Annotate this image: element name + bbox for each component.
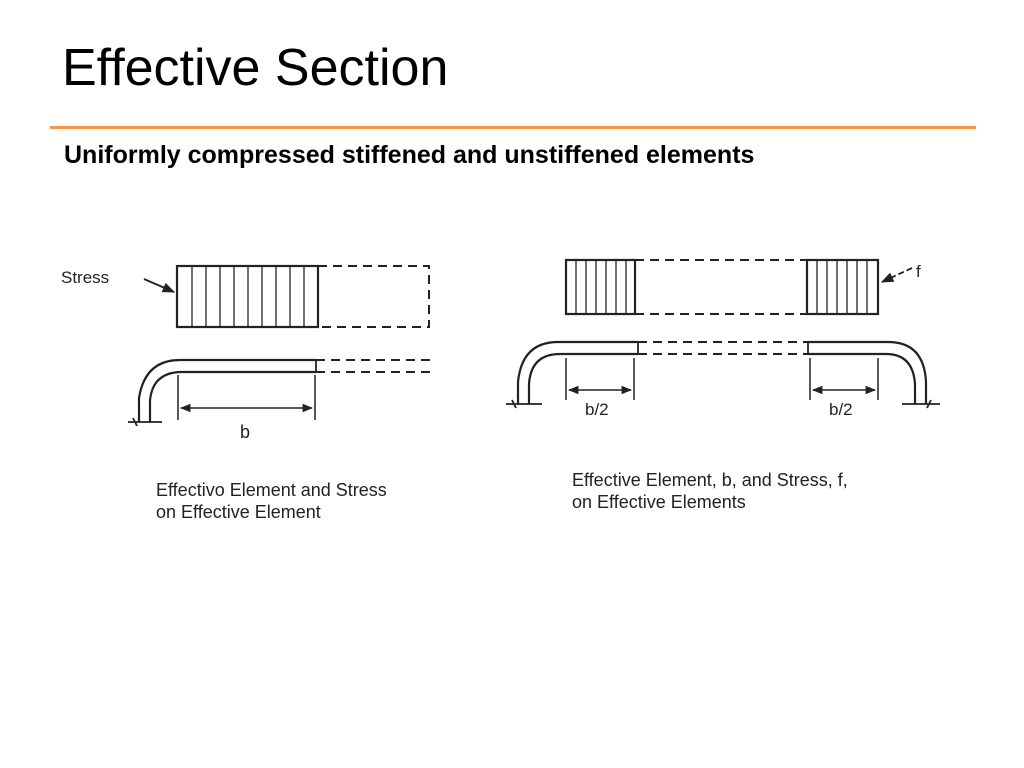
- right-ineffective-stress-outline: [635, 259, 807, 315]
- title-divider: [50, 126, 976, 129]
- right-dimension-left: [565, 358, 635, 400]
- right-element-plate-right: [808, 340, 928, 404]
- left-foot: [128, 417, 162, 427]
- right-width-label-right: b/2: [829, 400, 853, 419]
- right-element-plate-left: [516, 340, 638, 404]
- right-width-label-left: b/2: [585, 400, 609, 419]
- right-caption-line1: Effective Element, b, and Stress, f,: [572, 470, 848, 490]
- left-diagram: [128, 264, 430, 427]
- right-dimension-right: [809, 358, 879, 400]
- left-stress-block: [175, 264, 320, 329]
- right-stress-label: f: [916, 262, 921, 281]
- slide-subtitle: Uniformly compressed stiffened and unsti…: [64, 141, 755, 169]
- stress-arrow: [143, 278, 176, 293]
- right-caption-line2: on Effective Elements: [572, 492, 746, 512]
- left-stress-label: Stress: [61, 268, 109, 287]
- slide-title: Effective Section: [62, 39, 449, 97]
- left-dimension-b: [177, 375, 316, 420]
- right-ineffective-plate: [638, 341, 808, 355]
- left-caption-line2: on Effective Element: [156, 502, 321, 522]
- right-foot-left: [506, 399, 542, 409]
- right-foot-right: [902, 399, 940, 409]
- left-caption-line1: Effectivo Element and Stress: [156, 480, 387, 500]
- left-ineffective-stress-outline: [318, 265, 430, 328]
- left-width-label: b: [240, 422, 250, 442]
- left-element-plate: [137, 358, 316, 422]
- left-ineffective-plate: [316, 359, 430, 373]
- right-stress-block-left: [564, 258, 637, 316]
- right-diagram: [506, 258, 940, 409]
- right-stress-block-right: [805, 258, 880, 316]
- f-arrow: [880, 267, 913, 283]
